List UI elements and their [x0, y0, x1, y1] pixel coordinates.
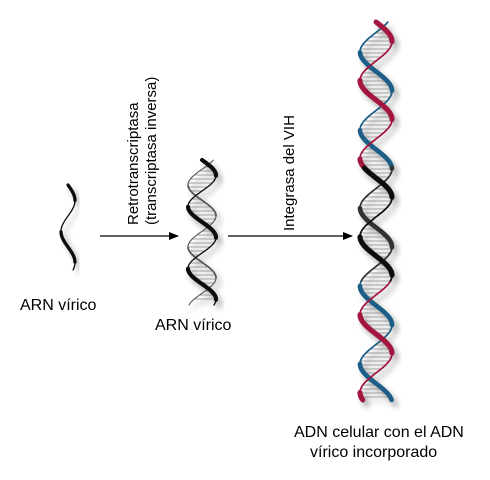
enzyme-label-line2: (transcriptasa inversa): [143, 77, 160, 225]
integrase-step: Integrasa del VIH: [228, 115, 353, 240]
viral-rna-label-2: ARN vírico: [155, 317, 232, 334]
rna-strand-back: [60, 199, 76, 271]
rna-helix-icon: [186, 158, 218, 306]
reverse-transcriptase-step: Retrotranscriptasa (transcriptasa invers…: [100, 77, 179, 240]
rna-strand-front: [186, 158, 218, 302]
rna-strand-front: [59, 183, 77, 264]
result-label-line1: ADN celular con el ADN: [294, 424, 464, 441]
strand-blue-front: [357, 49, 395, 403]
rna-strand-back: [187, 175, 217, 306]
dna-strand-front: [187, 184, 217, 279]
enzyme-label-line1: Retrotranscriptasa: [125, 102, 142, 225]
dna-double-helix-icon: [357, 19, 395, 403]
single-strand-rna-icon: [59, 183, 77, 271]
integrase-label: Integrasa del VIH: [281, 115, 298, 231]
dna-strand-back: [187, 159, 217, 306]
viral-rna-label-1: ARN vírico: [20, 297, 97, 314]
strand-red-segment: [359, 396, 366, 403]
helix-rungs: [360, 24, 392, 398]
result-label-line2: vírico incorporado: [310, 444, 437, 461]
strand-red-front: [357, 19, 395, 403]
helix-rungs: [188, 162, 216, 300]
